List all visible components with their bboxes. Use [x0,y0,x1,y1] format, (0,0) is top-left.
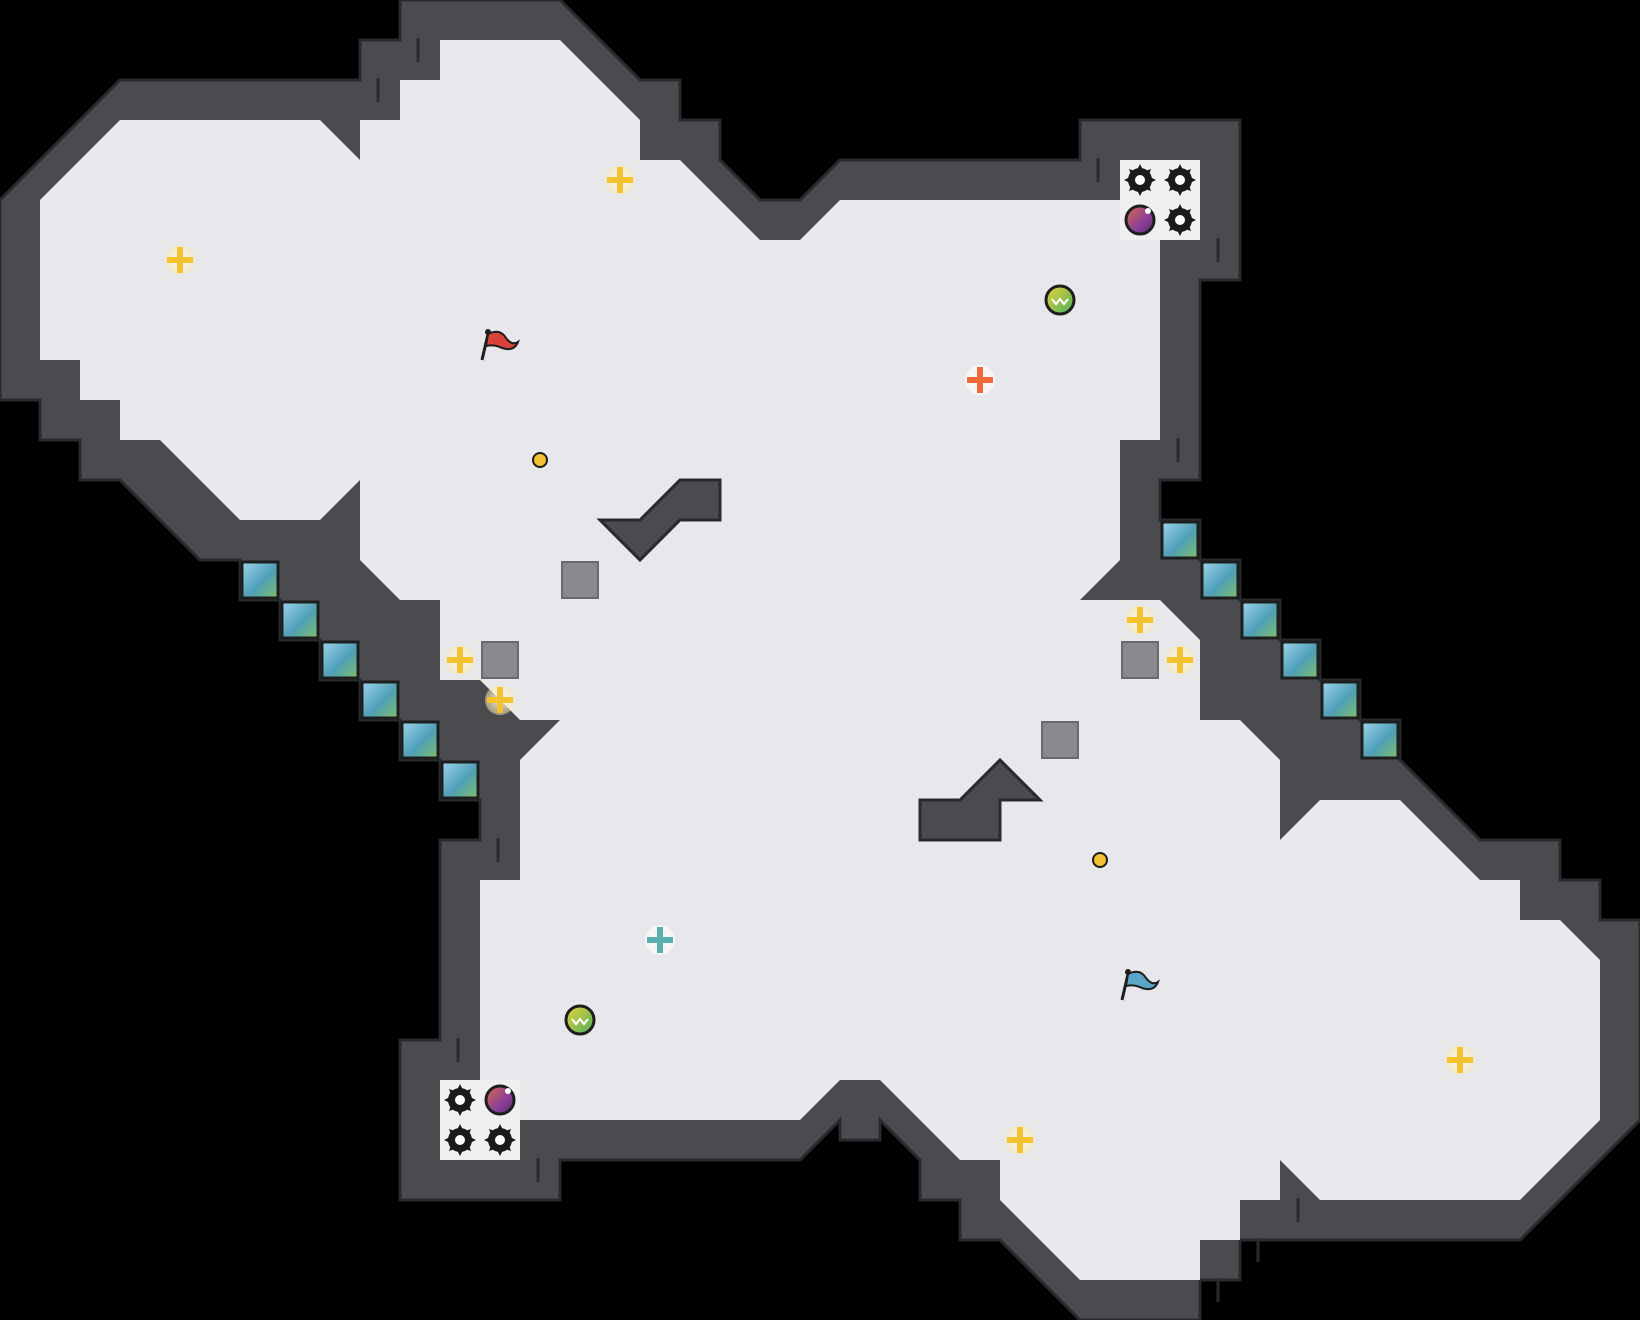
inner-wall-lower [918,757,1044,842]
gate-tiles-right [1160,520,1400,760]
teal-gate-tile-icon [280,600,320,640]
yellow-button-icon [532,452,548,468]
teal-gate-tile-icon [400,720,440,760]
bomb-tiles [481,561,1159,759]
spike-icon [1124,164,1156,196]
buttons [532,452,1108,868]
yellow-boost-icon [1005,1125,1035,1155]
yellow-boost-icon [1125,605,1155,635]
yellow-button-icon [1092,852,1108,868]
spike-icon [484,1124,516,1156]
red-boost-icon [965,365,995,395]
yellow-boost-icon [445,645,475,675]
wall-slits [376,38,1300,1302]
speedpads [564,284,1076,1036]
green-speedpad-icon [564,1004,596,1036]
yellow-boost-icon [605,165,635,195]
yellow-boost-icon [1445,1045,1475,1075]
teal-gate-tile-icon [320,640,360,680]
spike-icon [444,1124,476,1156]
teal-gate-tile-icon [360,680,400,720]
spike-icon [444,1084,476,1116]
gate-tiles-left [240,560,480,800]
spike-cluster-top-right [1120,160,1200,240]
spike-icon [1164,204,1196,236]
bomb-tile-icon [481,641,519,679]
yellow-boost-icon [165,245,195,275]
powerup-orb-icon [1124,204,1156,236]
red-flag-icon [480,329,521,361]
teal-gate-tile-icon [1320,680,1360,720]
teal-gate-tile-icon [1360,720,1400,760]
yellow-boost-icon [485,685,515,715]
boosts [165,165,1475,1155]
spike-icon [1164,164,1196,196]
teal-gate-tile-icon [1160,520,1200,560]
bomb-tile-icon [1121,641,1159,679]
powerup-orb-icon [484,1084,516,1116]
teal-gate-tile-icon [240,560,280,600]
teal-gate-tile-icon [1200,560,1240,600]
blue-boost-icon [645,925,675,955]
playable-floor [40,40,1600,1280]
inner-wall-upper [596,478,722,563]
blue-flag-icon [1120,969,1161,1001]
teal-gate-tile-icon [1280,640,1320,680]
green-speedpad-icon [1044,284,1076,316]
teal-gate-tile-icon [440,760,480,800]
yellow-boost-icon [1165,645,1195,675]
teal-gate-tile-icon [1240,600,1280,640]
spike-cluster-bottom-left [440,1080,520,1160]
bomb-tile-icon [1041,721,1079,759]
bomb-tile-icon [561,561,599,599]
